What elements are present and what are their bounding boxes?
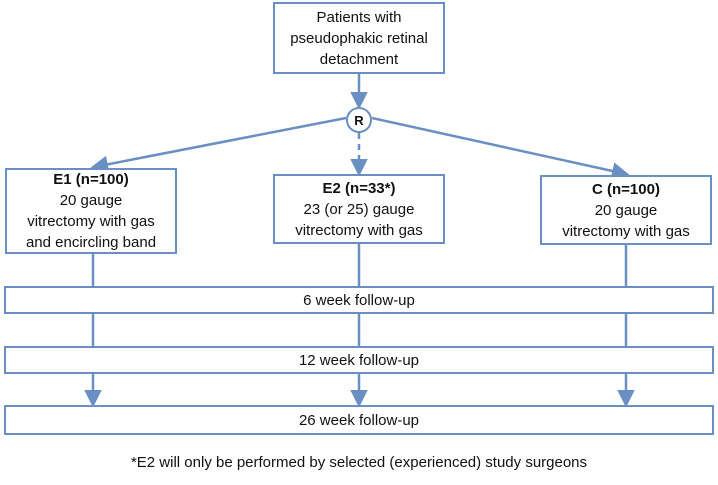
randomization-to-c-arrow [371,116,630,180]
arm-e1-box: E1 (n=100) 20 gauge vitrectomy with gas … [5,168,177,254]
arm-c-heading: C (n=100) [592,180,660,198]
followup-12-week-label: 12 week follow-up [298,351,420,369]
followup-26-week-box: 26 week follow-up [4,405,714,435]
followup-26-week-label: 26 week follow-up [298,411,420,429]
footnote: *E2 will only be performed by selected (… [130,454,588,471]
arm-e2-line-2: vitrectomy with gas [295,221,423,239]
arm-c-line-2: vitrectomy with gas [562,222,690,240]
population-line-2: pseudophakic retinal [290,29,428,47]
arm-c-box: C (n=100) 20 gauge vitrectomy with gas [540,175,712,245]
followup-12-week-box: 12 week follow-up [4,346,714,374]
population-line-1: Patients with [316,8,402,26]
randomization-label: R [354,112,364,128]
followup-6-week-label: 6 week follow-up [303,291,415,309]
arm-e1-line-3: and encircling band [25,234,157,251]
arm-e2-heading: E2 (n=33*) [322,179,396,197]
randomization-to-e1-arrow [90,116,347,173]
population-box: Patients with pseudophakic retinal detac… [273,2,445,74]
arm-e2-box: E2 (n=33*) 23 (or 25) gauge vitrectomy w… [273,174,445,244]
arm-e1-line-1: 20 gauge [59,192,123,209]
followup-6-week-box: 6 week follow-up [4,286,714,314]
arm-e1-line-2: vitrectomy with gas [27,213,155,230]
arm-e1-heading: E1 (n=100) [53,171,129,188]
randomization-node: R [346,107,372,133]
arm-c-line-1: 20 gauge [594,201,658,219]
population-line-3: detachment [319,50,399,68]
arm-e2-line-1: 23 (or 25) gauge [303,200,415,218]
